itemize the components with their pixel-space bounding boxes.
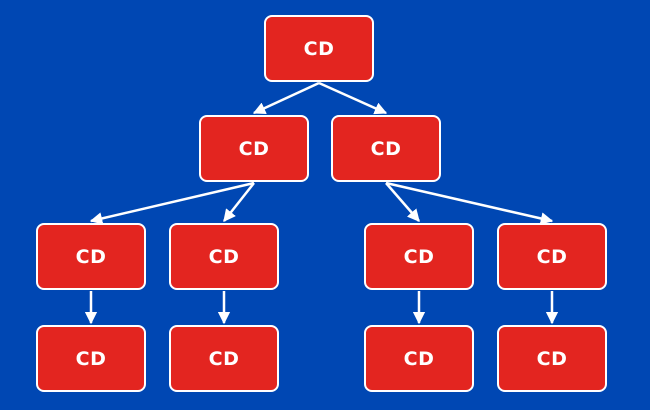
node-level1-right: CD bbox=[331, 115, 441, 182]
node-level3-2: CD bbox=[169, 325, 279, 392]
edge-arrow-l1-a-to-l2-a bbox=[89, 181, 255, 225]
edge-arrow-root-to-l1-a bbox=[252, 81, 320, 115]
node-level3-1: CD bbox=[36, 325, 146, 392]
node-level2-2: CD bbox=[169, 223, 279, 290]
node-level1-left: CD bbox=[199, 115, 309, 182]
node-level3-4: CD bbox=[497, 325, 607, 392]
edge-arrow-root-to-l1-b bbox=[318, 81, 388, 115]
node-root: CD bbox=[264, 15, 374, 82]
edge-arrow-l1-b-to-l2-c bbox=[385, 182, 420, 222]
node-level2-3: CD bbox=[364, 223, 474, 290]
node-level3-3: CD bbox=[364, 325, 474, 392]
node-level2-1: CD bbox=[36, 223, 146, 290]
edge-arrow-l1-b-to-l2-d bbox=[385, 181, 554, 225]
edge-arrow-l1-a-to-l2-b bbox=[223, 182, 255, 222]
node-level2-4: CD bbox=[497, 223, 607, 290]
